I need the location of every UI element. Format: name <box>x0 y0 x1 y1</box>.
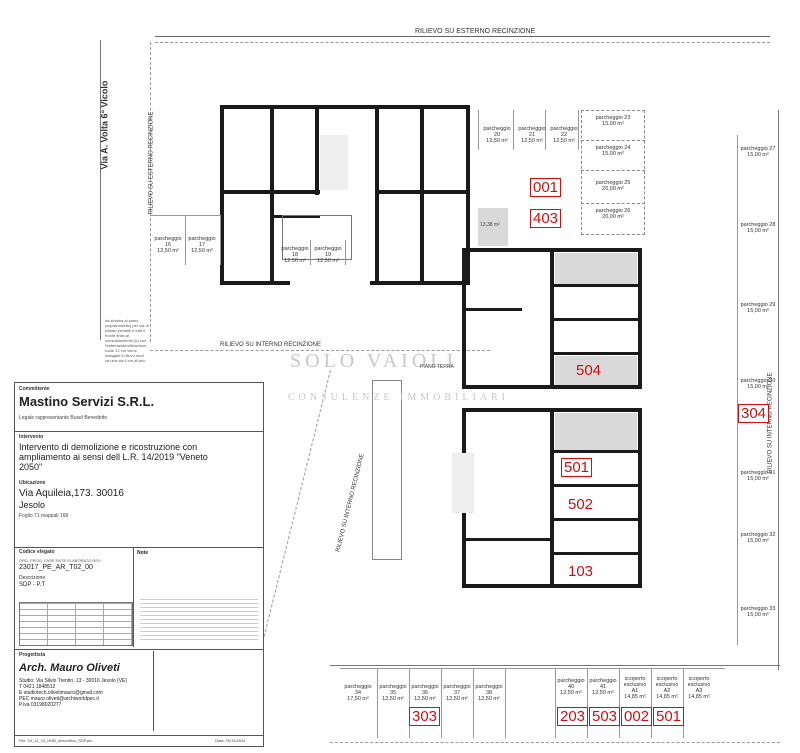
bottom-boundary <box>330 665 780 666</box>
drawing-date: Data: 20/11/2024 <box>215 738 246 743</box>
ubicazione-section: Ubicazione Via Aquileia,173. 30016 Jesol… <box>19 480 259 519</box>
descrizione-label: Descrizione <box>19 575 46 581</box>
parking-top-row <box>478 110 648 235</box>
top-boundary-dashed <box>155 42 770 43</box>
unit-tag-501a: 501 <box>561 458 593 477</box>
architect-name: Arch. Mauro Oliveti <box>19 662 120 674</box>
parking-bottom-row <box>340 668 725 738</box>
descrizione: SDP - P.T <box>19 582 46 588</box>
unit-tag-303: 303 <box>409 707 441 726</box>
left-note: da sinistra al piano (soprannivello) per… <box>105 318 149 363</box>
unit-tag-501b: 501 <box>653 707 685 726</box>
top-boundary-line <box>155 36 770 37</box>
parking-left-row <box>150 215 350 265</box>
file-name: File: 24_11_15_HNB_descrittivo_SDP.pln <box>19 738 93 743</box>
unit-tag-203: 203 <box>557 707 589 726</box>
right-boundary <box>778 110 779 670</box>
company-name: Mastino Servizi S.R.L. <box>19 394 155 409</box>
code-header: ORD. PROG. FASE ENTE ELABORATO REV <box>19 558 101 563</box>
unit-tag-503: 503 <box>589 707 621 726</box>
diag-rilievo-label: RILIEVO SU INTERNO RECINZIONE <box>335 453 366 553</box>
unit-tag-002: 002 <box>621 707 653 726</box>
left-boundary-line <box>100 40 101 340</box>
address: Via Aquileia,173. 30016 <box>19 488 124 499</box>
committente-label: Committente <box>19 386 50 392</box>
legal-rep: Legale rappresentante Busel Benedetto <box>19 415 108 421</box>
unit-tag-001: 001 <box>530 178 562 197</box>
bottom-boundary-2 <box>330 742 780 743</box>
central-courtyard <box>372 380 402 560</box>
top-rilievo-label: RILIEVO SU ESTERNO RECINZIONE <box>415 28 536 35</box>
intervento-text: Intervento di demolizione e ricostruzion… <box>19 442 208 472</box>
north-stair-shade <box>478 208 508 246</box>
street-label: Via A. Volta 6° Vicolo <box>99 80 110 170</box>
stair-area-label: 13,38 m² <box>480 222 500 228</box>
unit-tag-103: 103 <box>568 563 594 580</box>
piano-label: PIANO TERRA <box>420 364 454 370</box>
city: Jesolo <box>19 500 46 510</box>
unit-tag-403: 403 <box>530 209 562 228</box>
watermark-subtitle: CONSULENZE IMMOBILIARI <box>288 392 510 403</box>
studio-address: Studio: Via Silvio Trentin, 13 - 30016 J… <box>19 678 128 684</box>
left-boundary-dashed <box>150 42 151 342</box>
studio-tel: T 0421 1848512 <box>19 684 56 690</box>
title-block: Committente Mastino Servizi S.R.L. Legal… <box>14 382 264 747</box>
notes-text-block <box>140 599 258 643</box>
legend-grid <box>19 602 133 646</box>
unit-tag-504: 504 <box>576 362 602 379</box>
unit-tag-304: 304 <box>738 404 770 423</box>
intervento-section: Intervento Intervento di demolizione e r… <box>19 434 219 472</box>
left-rilievo-label: RILIEVO SU ESTERNO RECINZIONE <box>148 111 155 215</box>
studio-email: E studiotech.olivetimauro@gmail.com <box>19 690 103 696</box>
codice-section: Codice elegato ORD. PROG. FASE ENTE ELAB… <box>19 549 131 588</box>
mid-boundary <box>150 350 490 351</box>
progettista-section: Progettista Arch. Mauro Oliveti Studio: … <box>19 652 259 708</box>
intervento-label: Intervento <box>19 434 44 440</box>
mid-rilievo-label: RILIEVO SU INTERNO RECINZIONE <box>220 342 322 348</box>
drawing-code: 23017_PE_AR_T02_00 <box>19 564 93 571</box>
committente-section: Committente Mastino Servizi S.R.L. Legal… <box>19 386 259 421</box>
north-building <box>220 105 470 285</box>
watermark-title: SOLO VAIOLI <box>290 350 458 372</box>
east-building <box>452 248 642 588</box>
codice-label: Codice elegato <box>19 549 55 555</box>
studio-pec: PEC mauro.oliveti@archiworldpec.it <box>19 696 99 702</box>
ubicazione-label: Ubicazione <box>19 480 46 486</box>
unit-tag-502: 502 <box>568 496 594 513</box>
studio-piva: P.iva 03198020277 <box>19 702 62 708</box>
foglio: Foglio 71 mappali 168 <box>19 513 69 519</box>
progettista-label: Progettista <box>19 652 46 658</box>
parking-east-column <box>737 135 778 645</box>
note-label: Note <box>137 550 149 556</box>
